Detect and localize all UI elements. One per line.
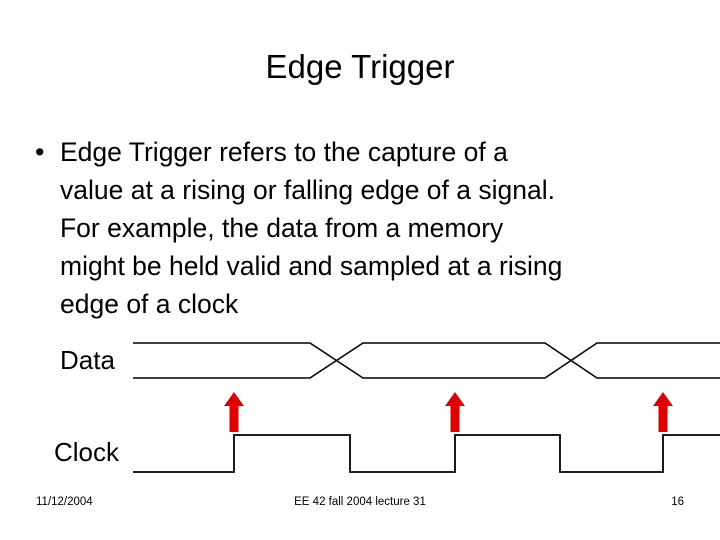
bullet-line: value at a rising or falling edge of a s… xyxy=(60,175,555,205)
clock-signal-trace xyxy=(133,434,720,473)
list-item: • Edge Trigger refers to the capture of … xyxy=(31,133,703,323)
rising-edge-arrow-3 xyxy=(653,392,673,432)
arrow-up-icon xyxy=(653,392,673,432)
clock-edge-path xyxy=(133,434,720,473)
data-lower-edge xyxy=(133,342,720,379)
bullet-line: might be held valid and sampled at a ris… xyxy=(60,251,563,281)
page-title: Edge Trigger xyxy=(265,48,455,85)
arrow-up-icon xyxy=(445,392,465,432)
bullet-line: For example, the data from a memory xyxy=(60,213,504,243)
bullet-text: Edge Trigger refers to the capture of a … xyxy=(60,133,703,323)
data-signal-trace xyxy=(133,342,720,379)
timing-diagram xyxy=(0,326,720,491)
rising-edge-arrow-1 xyxy=(224,392,244,432)
bullet-line: edge of a clock xyxy=(60,289,239,319)
arrow-up-icon xyxy=(224,392,244,432)
footer-course-info: EE 42 fall 2004 lecture 31 xyxy=(294,496,426,508)
data-upper-edge xyxy=(133,342,720,379)
data-signal-label: Data xyxy=(60,345,115,375)
footer-date: 11/12/2004 xyxy=(36,496,93,508)
footer-page-number: 16 xyxy=(671,496,684,508)
bullet-line: Edge Trigger refers to the capture of a xyxy=(60,137,508,167)
clock-signal-label: Clock xyxy=(54,437,120,467)
bullet-list: • Edge Trigger refers to the capture of … xyxy=(31,133,703,323)
bullet-marker: • xyxy=(35,137,45,167)
slide-footer: 11/12/2004 EE 42 fall 2004 lecture 31 16 xyxy=(0,494,720,514)
waveform-svg xyxy=(133,342,720,473)
rising-edge-arrow-2 xyxy=(445,392,465,432)
